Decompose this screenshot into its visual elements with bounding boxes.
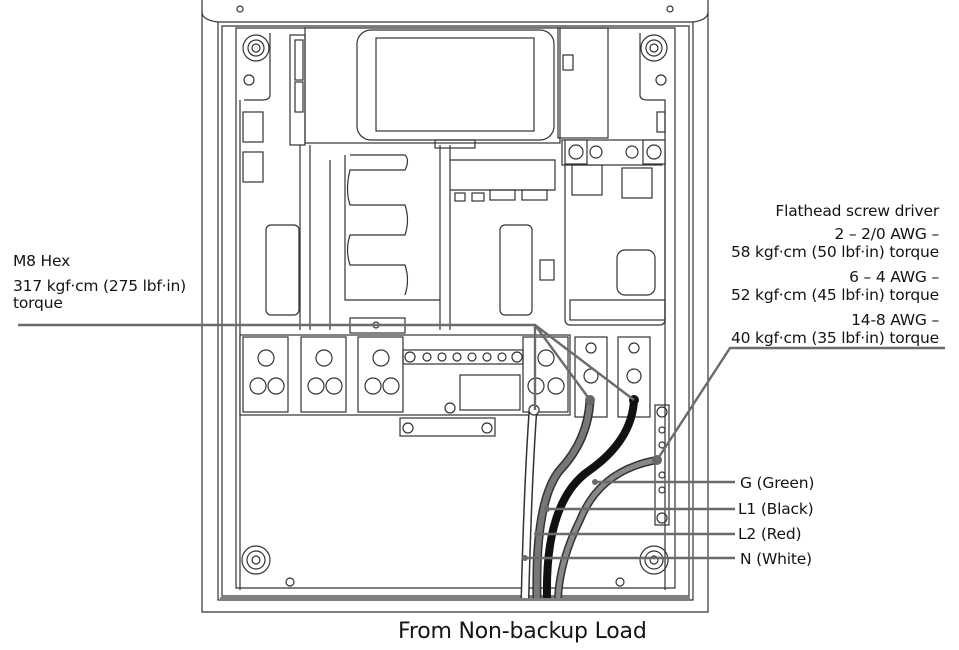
leader-lines [18,323,945,561]
m8-hex-torque: 317 kgf·cm (275 lbf·in) [13,277,186,295]
m8-hex-torque-word: torque [13,294,63,312]
wire-label-white: N (White) [740,550,812,568]
wire-label-red: L2 (Red) [738,525,802,543]
breaker-row [239,334,670,526]
breaker-1 [242,336,289,413]
breaker-3 [357,336,404,413]
m8-hex-label: M8 Hex [13,252,71,270]
spec-gauge-3: 14-8 AWG – [851,311,939,329]
top-right-lugs [561,139,666,166]
center-board [299,144,666,334]
spec-gauge-1: 2 – 2/0 AWG – [834,225,939,243]
display-module [289,27,609,149]
spec-torque-3: 40 kgf·cm (35 lbf·in) torque [731,329,939,347]
figure-caption: From Non-backup Load [398,619,647,644]
breaker-4 [522,336,569,413]
flathead-heading: Flathead screw driver [775,202,939,220]
wire-label-green: G (Green) [740,474,815,492]
wires [520,395,662,599]
leader-flathead [655,346,945,461]
mounting-bosses [241,34,669,587]
wire-l1-black [542,399,638,599]
spec-torque-1: 58 kgf·cm (50 lbf·in) torque [731,243,939,261]
spec-torque-2: 52 kgf·cm (45 lbf·in) torque [731,286,939,304]
spec-gauge-2: 6 – 4 AWG – [849,268,939,286]
wire-label-black: L1 (Black) [738,500,814,518]
ground-bar [654,404,670,526]
breaker-2 [300,336,347,413]
